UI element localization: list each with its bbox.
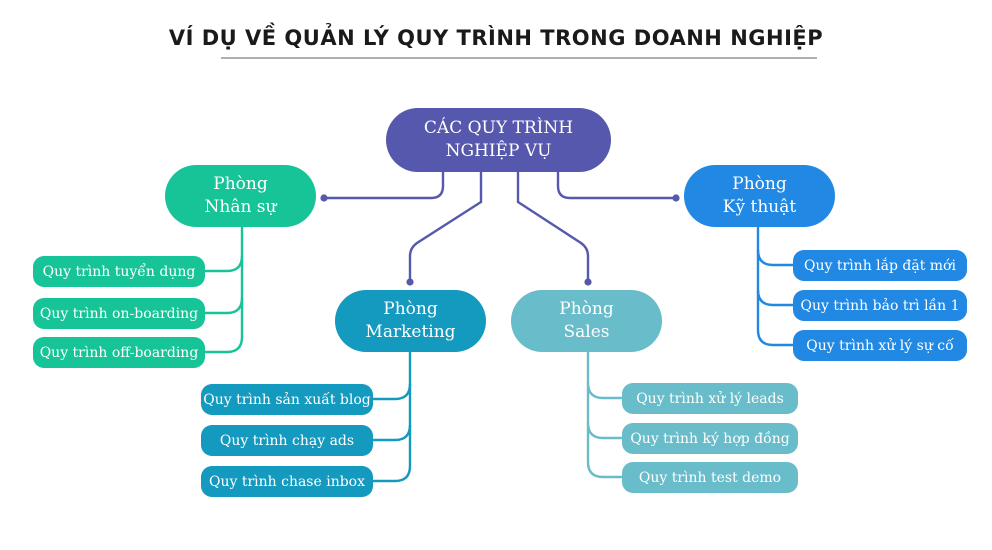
tech-process-item: Quy trình lắp đặt mới xyxy=(793,250,967,281)
connector-mkt-item-1 xyxy=(373,352,412,401)
tech-process-item: Quy trình bảo trì lần 1 xyxy=(793,290,967,321)
connector-hr-item-1 xyxy=(205,227,244,273)
connector-sales-item-3 xyxy=(586,423,622,479)
connector-tech-item-2 xyxy=(756,250,793,307)
connector-root-sales xyxy=(516,170,590,284)
dept-node-sales: Phòng Sales xyxy=(511,290,662,352)
dept-sales-line-2: Sales xyxy=(563,322,610,342)
connector-hr-item-3 xyxy=(205,298,244,354)
title-underline xyxy=(221,57,817,59)
hr-process-item: Quy trình tuyển dụng xyxy=(33,256,205,287)
connector-root-hr xyxy=(322,170,445,200)
connector-sales-item-2 xyxy=(586,383,622,440)
connector-mkt-item-3 xyxy=(373,425,412,483)
mkt-process-item: Quy trình chase inbox xyxy=(201,466,373,497)
hr-process-item: Quy trình on-boarding xyxy=(33,298,205,329)
dept-mkt-line-2: Marketing xyxy=(365,322,456,342)
page-title: VÍ DỤ VỀ QUẢN LÝ QUY TRÌNH TRONG DOANH N… xyxy=(168,26,824,50)
hr-process-item: Quy trình off-boarding xyxy=(33,337,205,368)
dept-tech-line-2: Kỹ thuật xyxy=(722,197,797,217)
dept-hr-line-2: Nhân sự xyxy=(204,197,277,217)
tech-process-item: Quy trình xử lý sự cố xyxy=(793,330,967,361)
root-title-line-2: NGHIỆP VỤ xyxy=(445,141,552,161)
dept-node-tech: Phòng Kỹ thuật xyxy=(684,165,835,227)
connector-hr-item-2 xyxy=(205,256,244,315)
dept-node-hr: Phòng Nhân sự xyxy=(165,165,316,227)
connector-mkt-item-2 xyxy=(373,384,412,442)
root-node: CÁC QUY TRÌNH NGHIỆP VỤ xyxy=(386,108,611,172)
sales-process-item: Quy trình test demo xyxy=(622,462,798,493)
dept-tech-line-1: Phòng xyxy=(732,174,787,194)
dept-sales-line-1: Phòng xyxy=(559,299,614,319)
connector-root-mkt xyxy=(408,170,483,284)
dept-mkt-line-1: Phòng xyxy=(383,299,438,319)
sales-process-item: Quy trình ký hợp đồng xyxy=(622,423,798,454)
mkt-process-item: Quy trình chạy ads xyxy=(201,425,373,456)
connector-tech-item-1 xyxy=(756,227,793,267)
connector-tech-item-3 xyxy=(756,290,793,347)
dept-node-marketing: Phòng Marketing xyxy=(335,290,486,352)
connector-sales-item-1 xyxy=(586,352,622,400)
dept-hr-line-1: Phòng xyxy=(213,174,268,194)
sales-process-item: Quy trình xử lý leads xyxy=(622,383,798,414)
mkt-process-item: Quy trình sản xuất blog xyxy=(201,384,373,415)
root-title-line-1: CÁC QUY TRÌNH xyxy=(423,118,574,138)
connector-root-tech xyxy=(556,170,678,200)
